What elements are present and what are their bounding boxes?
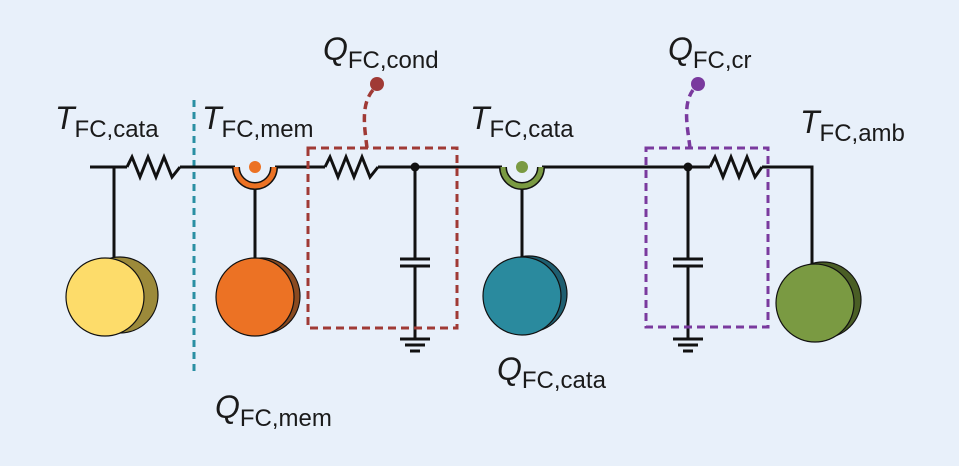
label-q-cond: QFC,cond — [323, 31, 439, 74]
label-t-mem: TFC,mem — [202, 100, 314, 143]
membrane-source-icon — [233, 166, 277, 189]
cond-heat-dot — [370, 77, 384, 91]
cond-heat-arrow — [362, 88, 375, 149]
label-q-cr: QFC,cr — [668, 31, 752, 74]
cond-box — [306, 146, 459, 330]
label-t-cata-left: TFC,cata — [55, 100, 159, 143]
label-t-cata-right: TFC,cata — [470, 100, 574, 143]
label-q-cata: QFC,cata — [497, 351, 607, 394]
membrane-thermal-mass — [215, 257, 295, 337]
membrane-dot — [249, 161, 261, 173]
cond-node — [410, 162, 420, 172]
cr-node — [683, 162, 693, 172]
ambient-thermal-mass — [775, 263, 855, 343]
main-wire — [90, 152, 814, 353]
cata-dot — [516, 161, 528, 173]
cata-source-icon — [500, 166, 544, 189]
cata-right-thermal-mass — [482, 256, 562, 336]
cata-left-thermal-mass — [65, 257, 145, 337]
cr-box — [644, 146, 770, 329]
cr-heat-dot — [691, 77, 705, 91]
label-q-mem: QFC,mem — [215, 389, 332, 432]
label-t-amb: TFC,amb — [800, 104, 905, 147]
cr-heat-arrow — [684, 88, 695, 149]
